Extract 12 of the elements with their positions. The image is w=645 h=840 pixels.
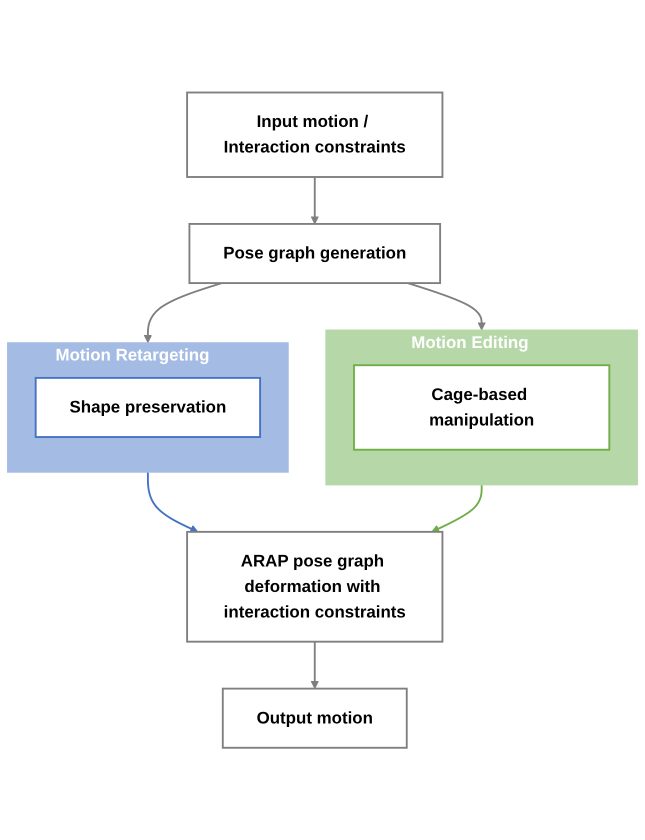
node-box: ARAP pose graph deformation with interaction constraints — [186, 530, 444, 642]
arrow — [144, 282, 222, 343]
arrow — [310, 176, 319, 224]
node-box: Cage-based manipulation — [353, 364, 610, 450]
arrow — [146, 472, 198, 532]
arrow — [431, 484, 483, 532]
arrow — [408, 282, 486, 330]
node-box: Input motion / Interaction constraints — [186, 91, 444, 178]
node-box: Pose graph generation — [188, 222, 442, 284]
arrow — [310, 642, 319, 689]
node-box: Output motion — [222, 688, 408, 749]
node-box: Shape preservation — [34, 376, 262, 438]
